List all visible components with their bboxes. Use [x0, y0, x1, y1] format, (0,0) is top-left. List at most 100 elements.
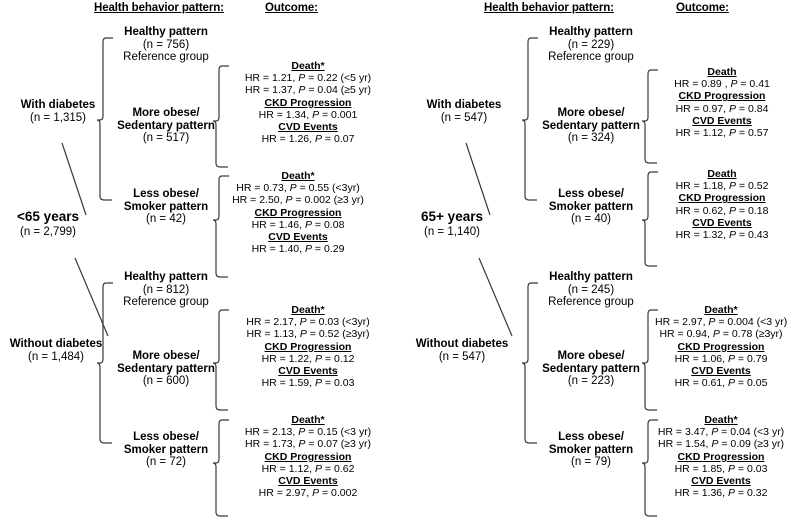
outcome-cvd-title: CVD Events — [692, 114, 752, 127]
outcome-ckd-title: CKD Progression — [264, 450, 352, 463]
outcome-cvd-row: HR = 1.26, P = 0.07 — [261, 133, 355, 146]
pattern-line2: Sedentary pattern — [117, 119, 215, 132]
pattern-reference: Reference group — [123, 51, 209, 64]
pattern-count: (n = 324) — [567, 132, 615, 145]
outcome-cvd-title: CVD Events — [268, 231, 328, 244]
branch-count: (n = 1,484) — [28, 350, 84, 363]
pattern-node-healthy: Healthy pattern (n = 812) Reference grou… — [114, 271, 218, 309]
outcome-block-wd-smoker: Death HR = 1.18, P = 0.52 CKD Progressio… — [657, 168, 787, 241]
branch-label: Without diabetes — [415, 338, 509, 350]
outcome-death-row: HR = 2.17, P = 0.03 (<3yr) — [246, 316, 370, 329]
pattern-count: (n = 517) — [142, 132, 190, 145]
outcome-death-row: HR = 1.54, P = 0.09 (≥3 yr) — [657, 438, 784, 451]
pattern-line1: Less obese/ — [558, 188, 624, 200]
header-right-outcome: Outcome: — [676, 2, 729, 14]
outcome-block-wd-sedentary: Death* HR = 1.21, P = 0.22 (<5 yr) HR = … — [228, 60, 388, 145]
pattern-line1: Healthy pattern — [549, 271, 633, 283]
root-node-over65: 65+ years (n = 1,140) — [404, 209, 500, 239]
pattern-node-healthy: Healthy pattern (n = 756) Reference grou… — [114, 26, 218, 64]
line-over65-to-with-diabetes — [465, 142, 491, 216]
pattern-node-less-obese-smoker: Less obese/ Smoker pattern (n = 72) — [114, 431, 218, 469]
outcome-ckd-title: CKD Progression — [677, 450, 765, 463]
outcome-death-title: Death* — [704, 304, 738, 316]
line-under65-to-without-diabetes — [74, 257, 109, 337]
outcome-cvd-title: CVD Events — [691, 475, 751, 488]
outcome-cvd-title: CVD Events — [692, 216, 752, 229]
outcome-death-title: Death* — [281, 170, 315, 182]
outcome-death-title: Death — [707, 168, 737, 180]
outcome-ckd-row: HR = 1.06, P = 0.79 — [674, 352, 768, 365]
pattern-line2: Sedentary pattern — [542, 362, 640, 375]
branch-node-under65-with-diabetes: With diabetes (n = 1,315) — [6, 99, 110, 124]
outcome-death-title: Death* — [291, 414, 325, 426]
outcome-cvd-title: CVD Events — [278, 121, 338, 134]
outcome-ckd-title: CKD Progression — [678, 192, 766, 205]
outcome-death-row: HR = 2.50, P = 0.002 (≥3 yr) — [232, 194, 364, 207]
pattern-count: (n = 40) — [571, 213, 611, 226]
pattern-line2: Smoker pattern — [548, 200, 634, 213]
outcome-death-row: HR = 1.37, P = 0.04 (≥5 yr) — [244, 84, 371, 97]
pattern-node-less-obese-smoker: Less obese/ Smoker pattern (n = 40) — [539, 188, 643, 226]
bracket-right-wd-smoker-outcome — [641, 171, 658, 267]
root-label-over65: 65+ years — [421, 209, 483, 224]
branch-node-over65-without-diabetes: Without diabetes (n = 547) — [406, 338, 518, 363]
outcome-death-row: HR = 0.73, P = 0.55 (<3yr) — [236, 182, 360, 195]
outcome-ckd-row: HR = 0.62, P = 0.18 — [675, 204, 769, 217]
bracket-right-without-diabetes — [521, 282, 538, 444]
outcome-cvd-title: CVD Events — [278, 365, 338, 378]
pattern-line1: More obese/ — [132, 107, 200, 119]
pattern-node-healthy: Healthy pattern (n = 245) Reference grou… — [539, 271, 643, 309]
pattern-line1: Less obese/ — [133, 431, 199, 443]
outcome-death-title: Death* — [704, 414, 738, 426]
pattern-node-healthy: Healthy pattern (n = 229) Reference grou… — [539, 26, 643, 64]
branch-count: (n = 547) — [440, 111, 488, 124]
root-node-under65: <65 years (n = 2,799) — [0, 209, 96, 239]
outcome-death-title: Death* — [291, 60, 325, 72]
header-left-outcome: Outcome: — [265, 2, 318, 14]
pattern-node-more-obese-sedentary: More obese/ Sedentary pattern (n = 223) — [539, 350, 643, 388]
branch-count: (n = 547) — [438, 350, 486, 363]
line-over65-to-without-diabetes — [478, 257, 513, 337]
outcome-block-wd-smoker: Death* HR = 0.73, P = 0.55 (<3yr) HR = 2… — [228, 170, 368, 255]
bracket-right-wd-sedentary-outcome — [641, 69, 658, 164]
outcome-death-row: HR = 2.97, P = 0.004 (<3 yr) — [655, 316, 787, 329]
bracket-right-with-diabetes — [521, 37, 538, 201]
branch-count: (n = 1,315) — [30, 111, 86, 124]
branch-node-over65-with-diabetes: With diabetes (n = 547) — [412, 99, 516, 124]
outcome-ckd-row: HR = 1.46, P = 0.08 — [251, 218, 345, 231]
outcome-ckd-row: HR = 0.97, P = 0.84 — [675, 102, 769, 115]
outcome-death-row: HR = 1.73, P = 0.07 (≥3 yr) — [244, 438, 371, 451]
pattern-count: (n = 245) — [567, 283, 615, 296]
pattern-line1: Less obese/ — [558, 431, 624, 443]
pattern-reference: Reference group — [548, 296, 634, 309]
outcome-ckd-title: CKD Progression — [254, 206, 342, 219]
pattern-count: (n = 79) — [571, 456, 611, 469]
outcome-ckd-row: HR = 1.12, P = 0.62 — [261, 462, 355, 475]
pattern-count: (n = 72) — [146, 456, 186, 469]
pattern-line2: Sedentary pattern — [542, 119, 640, 132]
pattern-node-more-obese-sedentary: More obese/ Sedentary pattern (n = 600) — [114, 350, 218, 388]
root-count-over65: (n = 1,140) — [424, 225, 480, 238]
outcome-cvd-row: HR = 1.32, P = 0.43 — [675, 229, 769, 242]
outcome-block-wd-sedentary: Death HR = 0.89 , P = 0.41 CKD Progressi… — [657, 66, 787, 139]
branch-label: With diabetes — [426, 99, 502, 111]
outcome-block-wod-sedentary: Death* HR = 2.17, P = 0.03 (<3yr) HR = 1… — [228, 304, 388, 389]
pattern-line2: Sedentary pattern — [117, 362, 215, 375]
pattern-line1: More obese/ — [557, 350, 625, 362]
outcome-death-title: Death — [707, 66, 737, 78]
outcome-ckd-row: HR = 1.85, P = 0.03 — [674, 462, 768, 475]
pattern-count: (n = 223) — [567, 375, 615, 388]
branch-node-under65-without-diabetes: Without diabetes (n = 1,484) — [0, 338, 112, 363]
outcome-cvd-row: HR = 1.12, P = 0.57 — [675, 127, 769, 140]
pattern-line2: Smoker pattern — [548, 443, 634, 456]
pattern-node-more-obese-sedentary: More obese/ Sedentary pattern (n = 517) — [114, 107, 218, 145]
pattern-count: (n = 42) — [146, 213, 186, 226]
pattern-line2: Smoker pattern — [123, 443, 209, 456]
outcome-cvd-row: HR = 1.59, P = 0.03 — [261, 377, 355, 390]
pattern-count: (n = 812) — [142, 283, 190, 296]
pattern-node-less-obese-smoker: Less obese/ Smoker pattern (n = 42) — [114, 188, 218, 226]
pattern-reference: Reference group — [548, 51, 634, 64]
outcome-ckd-row: HR = 1.34, P = 0.001 — [258, 108, 358, 121]
outcome-death-row: HR = 3.47, P = 0.04 (<3 yr) — [657, 426, 785, 439]
outcome-death-row: HR = 1.21, P = 0.22 (<5 yr) — [244, 72, 372, 85]
